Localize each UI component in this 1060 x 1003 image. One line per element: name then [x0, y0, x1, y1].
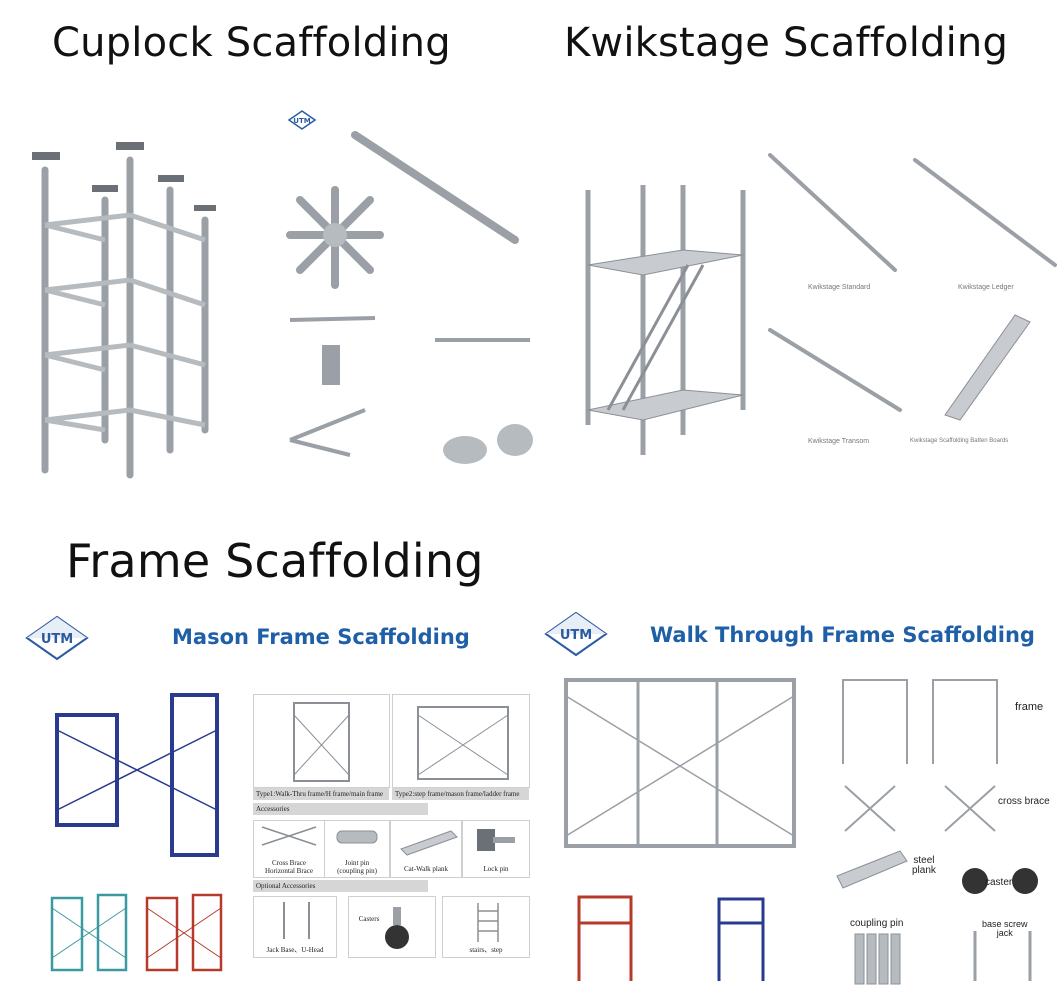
mason-frame-blue-image	[55, 693, 219, 857]
kwikstage-transom-caption: Kwikstage Transom	[808, 438, 870, 445]
kwikstage-batten-caption: Kwikstage Scaffolding Batten Boards	[910, 438, 1009, 444]
walk-frame-main-image	[564, 678, 796, 848]
cross-brace-box: Cross Brace Horizontal Brace	[253, 820, 325, 878]
walk-frame-navy-image	[717, 897, 765, 981]
utm-logo-walk: UTM	[544, 611, 608, 660]
kwikstage-tower-image	[585, 185, 746, 455]
walk-components-image	[836, 679, 1038, 985]
frame-title: Frame Scaffolding	[66, 534, 484, 588]
type2-bar: Type2:step frame/mason frame/ladder fram…	[392, 788, 529, 800]
catwalk-plank-box: Cat-Walk plank	[390, 820, 462, 878]
accessories-bar: Accessories	[253, 803, 428, 815]
frame-label: frame	[1015, 701, 1044, 713]
kwikstage-title: Kwikstage Scaffolding	[564, 20, 1009, 66]
cuplock-components-image	[286, 131, 533, 464]
cuplock-tower-image	[32, 142, 216, 479]
svg-text:UTM: UTM	[41, 632, 73, 647]
kwikstage-standard-caption: Kwikstage Standard	[808, 284, 871, 291]
type1-frame-box	[253, 694, 390, 788]
optional-accessories-bar: Optional Accessories	[253, 880, 428, 892]
lock-pin-box: Lock pin	[462, 820, 530, 878]
base-screw-jack-label: base screw jack	[982, 919, 1028, 938]
utm-logo-mason: UTM	[25, 615, 89, 664]
walk-title: Walk Through Frame Scaffolding	[650, 623, 1035, 647]
joint-pin-box: Joint pin (coupling pin)	[324, 820, 390, 878]
jack-base-box: Jack Base、U-Head	[253, 896, 337, 958]
mason-frame-red-image	[145, 893, 223, 972]
cross-brace-label: cross brace	[998, 796, 1050, 807]
walk-frame-red-image	[577, 895, 633, 981]
kwikstage-components-image	[768, 153, 1057, 421]
coupling-pin-label: coupling pin	[850, 918, 904, 929]
steel-plank-label: steel plank	[912, 855, 936, 876]
type1-bar: Type1:Walk-Thru frame/H frame/main frame	[253, 788, 389, 800]
utm-logo-cuplock: UTM	[287, 110, 317, 134]
cuplock-title: Cuplock Scaffolding	[52, 20, 451, 66]
casters-box: Casters	[348, 896, 436, 958]
stairs-box: stairs、step	[442, 896, 530, 958]
mason-frame-teal-image	[50, 893, 128, 972]
type2-frame-box	[392, 694, 530, 788]
mason-title: Mason Frame Scaffolding	[172, 625, 470, 649]
caster-label: caster	[985, 877, 1013, 888]
svg-text:UTM: UTM	[560, 628, 592, 643]
svg-text:UTM: UTM	[293, 117, 310, 125]
kwikstage-ledger-caption: Kwikstage Ledger	[958, 284, 1014, 291]
